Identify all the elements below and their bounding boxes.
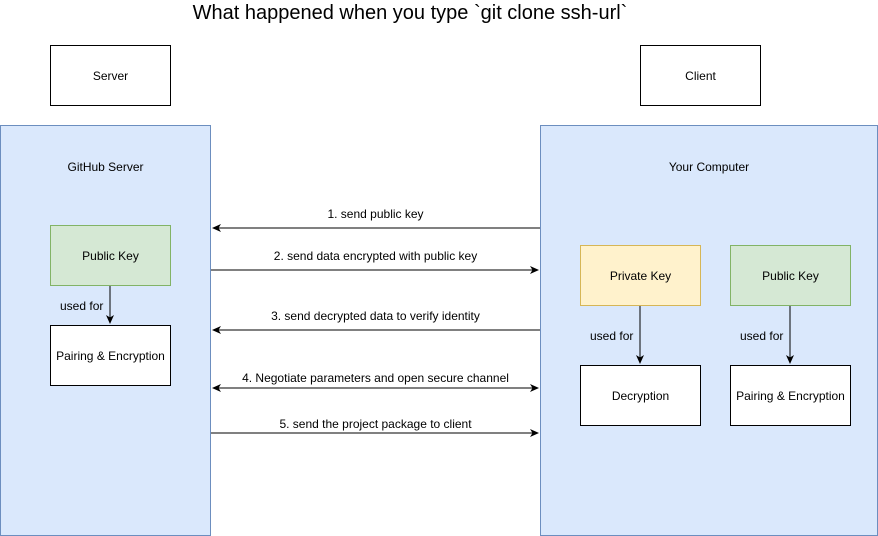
private-key-label: Private Key: [609, 268, 672, 283]
your-computer-panel: [540, 125, 878, 536]
diagram-title: What happened when you type `git clone s…: [192, 2, 628, 24]
client-pairing-label: Pairing & Encryption: [736, 388, 845, 403]
message-3-label: 3. send decrypted data to verify identit…: [271, 309, 480, 323]
server-public-key-box: Public Key: [50, 225, 171, 286]
server-box: Server: [50, 45, 171, 106]
server-public-key-label: Public Key: [82, 248, 139, 263]
client-label: Client: [685, 68, 716, 83]
decryption-box: Decryption: [580, 365, 701, 426]
client-public-key-label: Public Key: [762, 268, 819, 283]
client-pairing-box: Pairing & Encryption: [730, 365, 851, 426]
private-key-box: Private Key: [580, 245, 701, 306]
message-1-label: 1. send public key: [327, 207, 424, 221]
server-used-for-label: used for: [60, 299, 104, 313]
server-label: Server: [92, 68, 129, 83]
message-2-label: 2. send data encrypted with public key: [273, 249, 478, 263]
public-used-for-label: used for: [740, 329, 784, 343]
client-public-key-box: Public Key: [730, 245, 851, 306]
private-used-for-label: used for: [590, 329, 634, 343]
server-pairing-box: Pairing & Encryption: [50, 325, 171, 386]
client-box: Client: [640, 45, 761, 106]
decryption-label: Decryption: [611, 388, 670, 403]
server-pairing-label: Pairing & Encryption: [56, 348, 165, 363]
message-5-label: 5. send the project package to client: [279, 417, 472, 431]
github-server-title: GitHub Server: [67, 160, 144, 174]
message-4-label: 4. Negotiate parameters and open secure …: [242, 371, 509, 385]
your-computer-title: Your Computer: [668, 160, 750, 174]
